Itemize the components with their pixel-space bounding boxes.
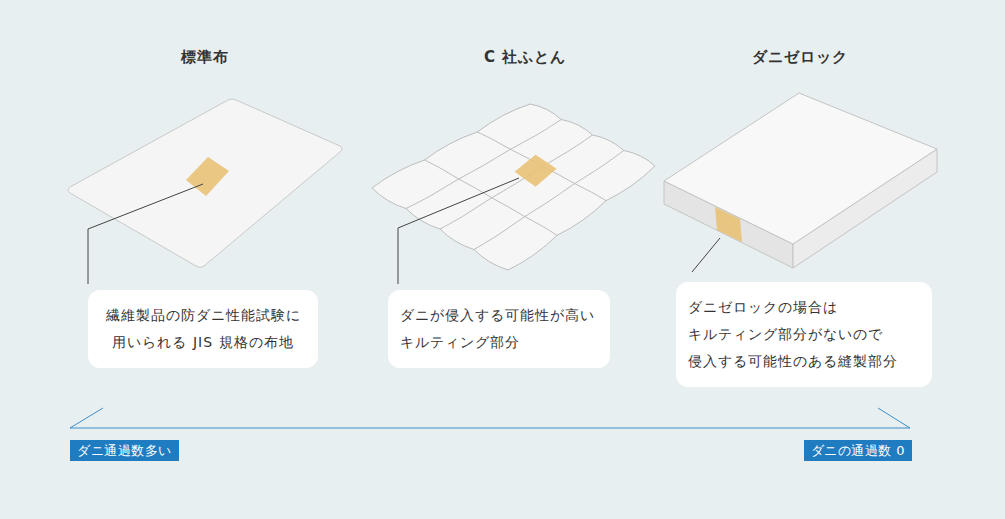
callout-text: 繊維製品の防ダニ性能試験に 用いられる JIS 規格の布地: [100, 302, 306, 356]
test-patch: [186, 157, 229, 196]
leader-line: [692, 238, 720, 272]
column-heading: C 社ふとん: [484, 48, 566, 67]
mattress: [664, 93, 937, 268]
quilting-seam: [440, 135, 593, 229]
quilted-futon: [372, 104, 655, 270]
callout-text: ダニゼロックの場合は キルティング部分がないので 侵入する可能性のある縫製部分: [688, 294, 920, 375]
quilting-seam: [474, 151, 624, 250]
quilting-seam: [406, 120, 561, 209]
scale-text: ダニ通過数多い: [77, 441, 172, 460]
callout-box: 繊維製品の防ダニ性能試験に 用いられる JIS 規格の布地: [88, 290, 318, 368]
callout-box: ダニが侵入する可能性が高い キルティング部分: [388, 290, 610, 368]
scale-text: ダニの通過数 0: [811, 441, 905, 460]
scale-label: ダニ通過数多い: [70, 440, 179, 461]
mattress-top: [664, 93, 937, 244]
scale-tick: [70, 408, 103, 428]
column-heading: 標準布: [181, 48, 229, 67]
scale-tick: [878, 408, 910, 428]
scale-axis: [70, 428, 910, 429]
sewn-seam-patch: [715, 207, 742, 242]
callout-box: ダニゼロックの場合は キルティング部分がないので 侵入する可能性のある縫製部分: [676, 282, 932, 387]
quilting-seam: [477, 132, 606, 201]
cloth-sheet: [68, 99, 342, 268]
futon-outline: [372, 104, 655, 270]
column-heading: ダニゼロック: [752, 48, 848, 67]
leader-line: [88, 184, 203, 284]
callout-text: ダニが侵入する可能性が高い キルティング部分: [400, 302, 598, 356]
quilting-patch: [515, 155, 557, 187]
scale-label: ダニの通過数 0: [804, 440, 912, 461]
leader-line: [398, 178, 519, 284]
